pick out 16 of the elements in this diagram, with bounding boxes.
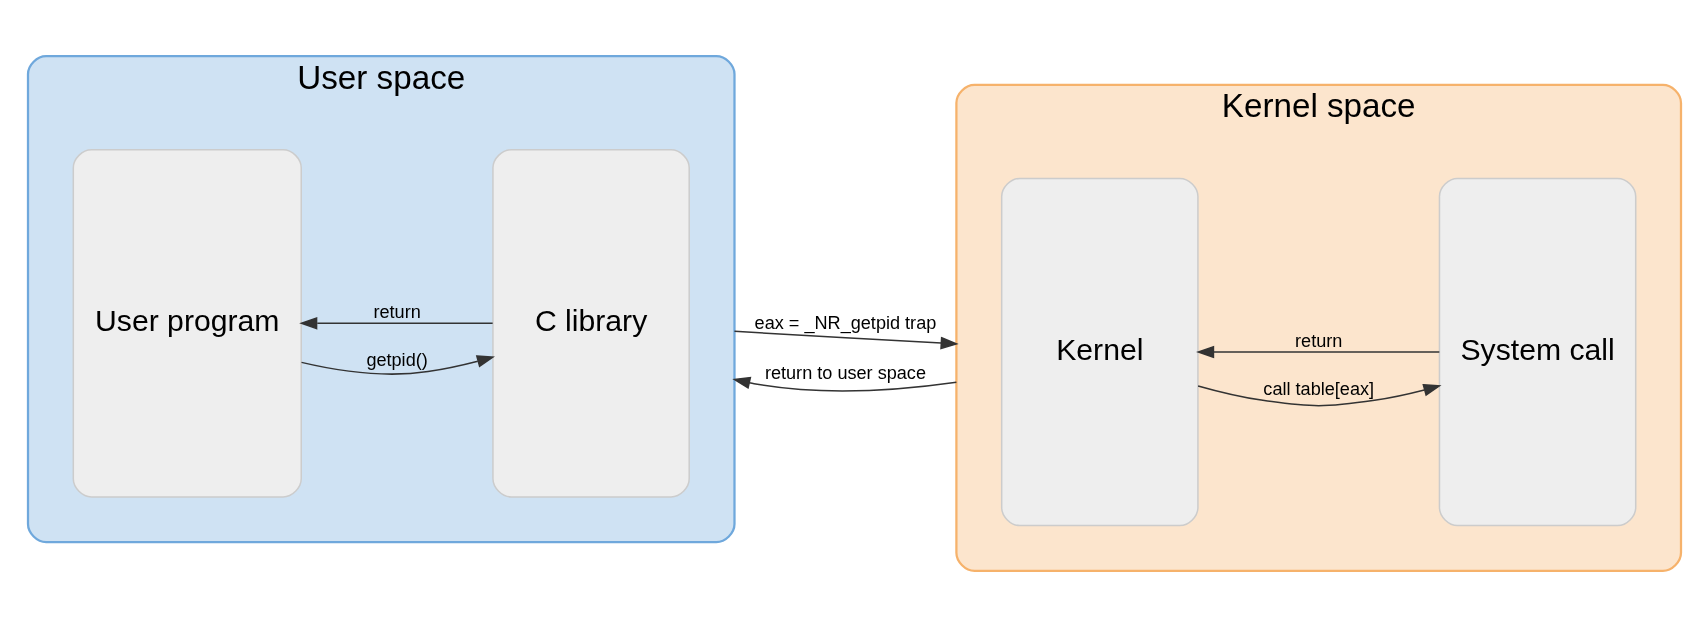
arrow (1195, 345, 1440, 359)
node-box: User program (72, 148, 302, 498)
arrow (733, 330, 959, 350)
node-box: Kernel (1000, 177, 1199, 527)
arrow (1196, 383, 1441, 407)
edge-label: getpid() (365, 350, 428, 371)
arrow (300, 355, 495, 375)
edge-label: return (1294, 330, 1342, 351)
edge-label: return (372, 302, 421, 323)
arrow (731, 376, 957, 392)
edge-label: eax = _NR_getpid trap (754, 312, 936, 333)
arrow (298, 316, 493, 330)
node-box: C library (491, 148, 690, 498)
edge-label: call table[eax] (1262, 379, 1374, 400)
node-box: System call (1438, 177, 1636, 527)
edge-label: return to user space (764, 362, 926, 383)
